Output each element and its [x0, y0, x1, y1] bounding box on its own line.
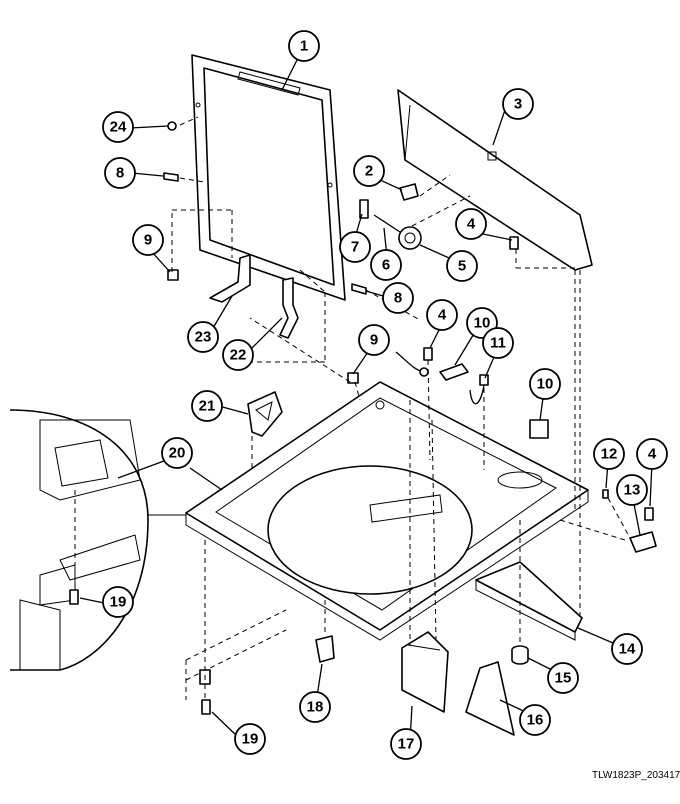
- svg-text:10: 10: [474, 315, 491, 332]
- callout-18: 18: [299, 691, 331, 723]
- foot-part-15: [511, 645, 529, 665]
- svg-text:21: 21: [199, 398, 216, 415]
- callout-8-b: 8: [382, 282, 414, 314]
- switch-part-2: [399, 183, 419, 201]
- cabinet-side-lower: [185, 609, 287, 700]
- svg-text:13: 13: [624, 482, 641, 499]
- clip-part-18: [315, 635, 335, 663]
- callout-23: 23: [187, 321, 219, 353]
- svg-text:4: 4: [438, 307, 447, 324]
- svg-text:9: 9: [370, 332, 378, 349]
- screw-part-12: [602, 489, 609, 499]
- callout-12: 12: [593, 438, 625, 470]
- svg-text:22: 22: [230, 347, 247, 364]
- callout-20: 20: [161, 437, 193, 469]
- callout-19-b: 19: [234, 723, 266, 755]
- shaft-part-6: [373, 214, 401, 233]
- callout-1: 1: [288, 30, 320, 62]
- screw-part-8-left: [163, 172, 179, 182]
- screw-part-4-right: [644, 507, 654, 521]
- callout-2: 2: [353, 155, 385, 187]
- screw-part-24: [167, 121, 177, 131]
- support-part-16: [465, 661, 515, 736]
- hinge-part-22: [279, 277, 299, 339]
- svg-text:8: 8: [116, 165, 124, 182]
- support-part-17: [401, 631, 449, 713]
- svg-text:7: 7: [351, 239, 359, 256]
- assembly-lines: [74, 116, 631, 698]
- callout-10-b: 10: [529, 368, 561, 400]
- svg-text:8: 8: [394, 290, 402, 307]
- screw-part-19-lower: [201, 699, 211, 715]
- callout-11: 11: [482, 327, 514, 359]
- svg-text:20: 20: [169, 445, 186, 462]
- hinge-part-23: [209, 254, 251, 303]
- label-part-10-top: [439, 363, 469, 381]
- callout-8-a: 8: [104, 157, 136, 189]
- svg-text:9: 9: [144, 232, 152, 249]
- svg-text:2: 2: [365, 163, 373, 180]
- clip-part-9-left: [167, 269, 179, 281]
- timer-part-5: [398, 226, 422, 250]
- lid-frame: [191, 54, 346, 301]
- top-cover: [185, 381, 589, 641]
- svg-text:15: 15: [555, 670, 572, 687]
- dispenser-part-21: [247, 391, 283, 437]
- callout-5: 5: [446, 250, 478, 282]
- callout-6: 6: [370, 249, 402, 281]
- knob-part-7: [359, 199, 369, 219]
- svg-text:19: 19: [242, 731, 259, 748]
- callout-9-a: 9: [132, 224, 164, 256]
- harness-part-11: [469, 374, 489, 405]
- svg-text:24: 24: [110, 119, 127, 136]
- svg-text:1: 1: [300, 38, 308, 55]
- svg-text:3: 3: [514, 96, 522, 113]
- svg-text:11: 11: [490, 335, 506, 352]
- callout-17: 17: [390, 728, 422, 760]
- svg-text:14: 14: [619, 641, 636, 658]
- callout-4-c: 4: [636, 438, 668, 470]
- svg-text:23: 23: [195, 329, 212, 346]
- callout-16: 16: [519, 704, 551, 736]
- callout-3: 3: [502, 88, 534, 120]
- screw-part-8-right: [351, 283, 367, 295]
- callout-4-b: 4: [426, 299, 458, 331]
- svg-text:17: 17: [398, 736, 415, 753]
- svg-text:19: 19: [110, 594, 127, 611]
- console-back-panel: [397, 89, 593, 271]
- leader-lines: [79, 59, 653, 741]
- svg-text:4: 4: [467, 216, 476, 233]
- screw-part-4-top: [509, 236, 519, 250]
- detail-inset: [9, 409, 149, 671]
- rail-part-14: [475, 561, 583, 641]
- callout-9-b: 9: [358, 324, 390, 356]
- svg-text:4: 4: [648, 446, 657, 463]
- callout-22: 22: [222, 339, 254, 371]
- svg-text:6: 6: [382, 257, 390, 274]
- svg-text:16: 16: [527, 712, 544, 729]
- svg-text:10: 10: [537, 376, 554, 393]
- callout-19-a: 19: [102, 586, 134, 618]
- callout-7: 7: [339, 231, 371, 263]
- svg-text:12: 12: [601, 446, 618, 463]
- svg-text:18: 18: [307, 699, 324, 716]
- drawing-code: TLW1823P_203417: [592, 770, 680, 781]
- ground-wire-part: [395, 347, 433, 377]
- svg-text:5: 5: [458, 258, 466, 275]
- callout-13: 13: [616, 474, 648, 506]
- callout-21: 21: [191, 390, 223, 422]
- callout-4-a: 4: [455, 208, 487, 240]
- callout-24: 24: [102, 111, 134, 143]
- callout-15: 15: [547, 662, 579, 694]
- label-part-10-right: [529, 419, 549, 439]
- callout-14: 14: [611, 633, 643, 665]
- bracket-part-13: [629, 531, 657, 553]
